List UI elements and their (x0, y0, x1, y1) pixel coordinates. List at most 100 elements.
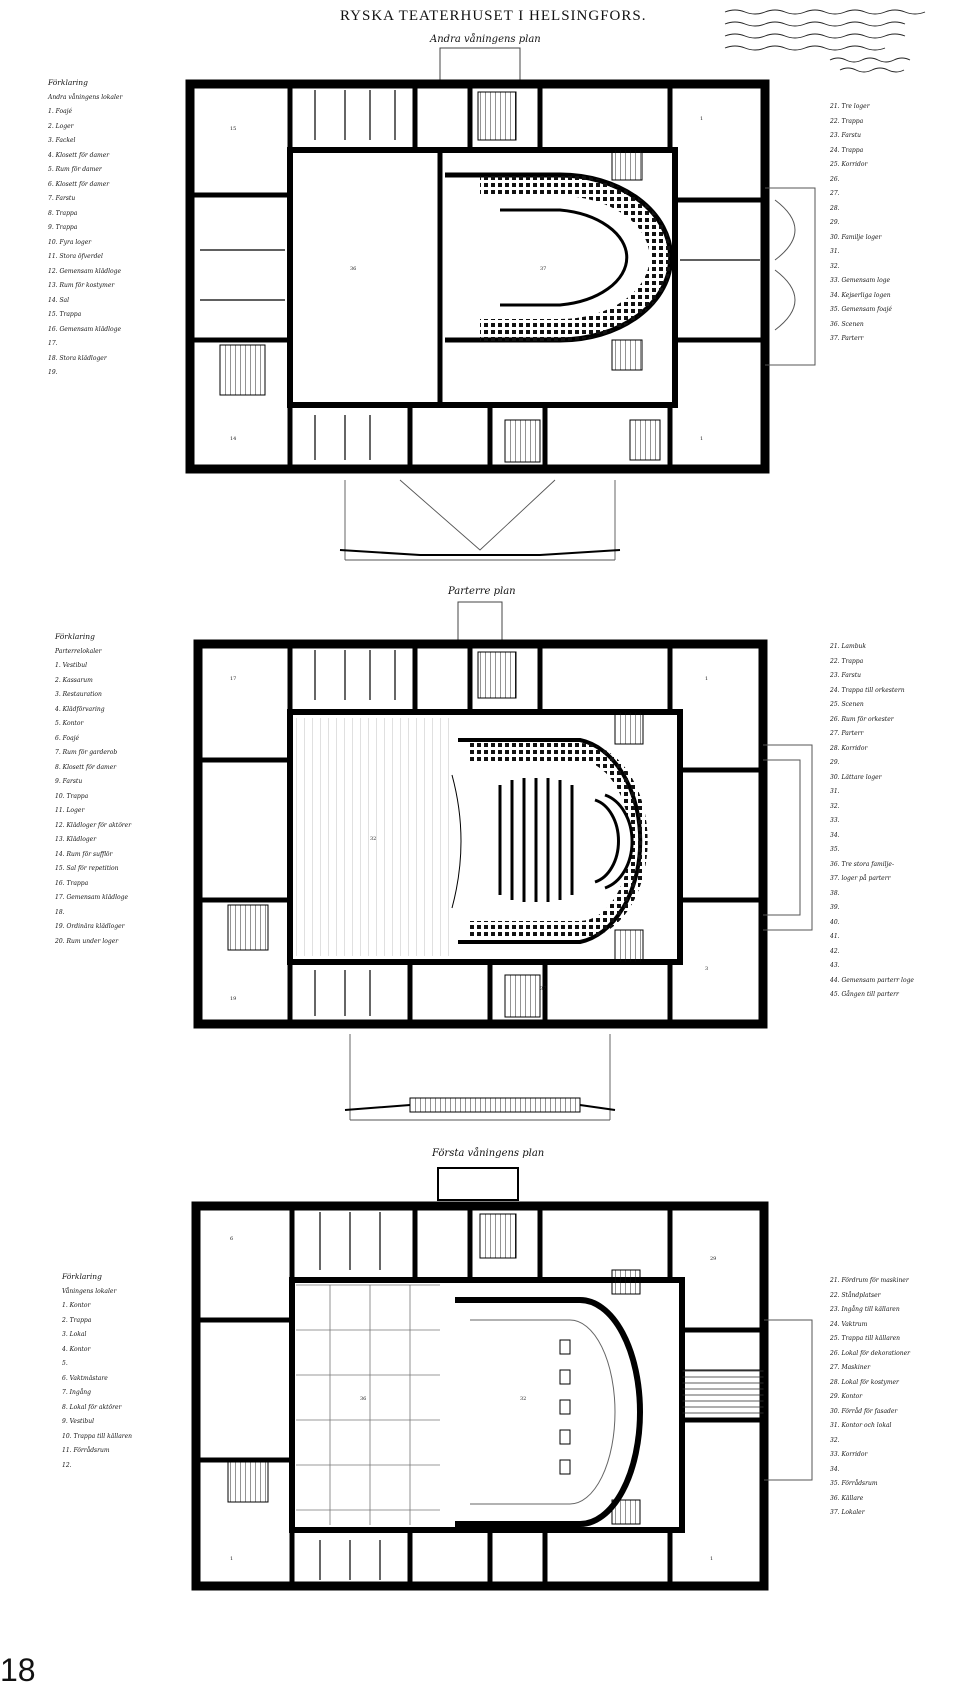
legend-entry: 26. (830, 175, 840, 183)
legend-entry: 13. Rum för kostymer (48, 282, 115, 289)
legend-entry: 4. Klädförvaring (55, 705, 105, 713)
legend-entry: 37. Lokaler (830, 1509, 865, 1516)
svg-text:1: 1 (705, 676, 708, 682)
legend-entry: 7. Farstu (48, 195, 76, 202)
legend-entry: 31. (830, 788, 840, 795)
legend-entry: 9. Trappa (48, 224, 78, 231)
legend-entry: 28. Lokal för kostymer (830, 1378, 899, 1386)
legend-entry: 14. Sal (48, 296, 70, 304)
legend-entry: 36. Tre stora familje- (830, 860, 894, 868)
legend-entry: 35. (830, 846, 840, 853)
legend-entry: 22. Trappa (830, 117, 864, 125)
legend-entry: 10. Trappa till källaren (62, 1432, 133, 1440)
legend-entry: 19. Ordinära klädloger (55, 923, 125, 930)
legend-entry: 33. Korridor (830, 1451, 868, 1458)
legend-entry: 7. Rum för garderob (55, 749, 118, 756)
legend-entry: 15. Trappa (48, 311, 82, 318)
legend-entry: 36. Scenen (830, 320, 864, 328)
legend-entry: 44. Gemensam parterr loge (830, 976, 914, 984)
legend-entry: 10. Trappa (55, 792, 89, 800)
legend-entry: 31. Kontor och lokal (830, 1422, 892, 1429)
legend-entry: 24. Vaktrum (830, 1320, 868, 1328)
legend-entry: Förklaring (55, 632, 95, 641)
legend-entry: 24. Trappa (830, 146, 864, 154)
legend-entry: 21. Tre loger (830, 103, 870, 110)
svg-text:1: 1 (230, 1556, 233, 1562)
svg-text:32: 32 (370, 836, 376, 842)
legend-entry: 26. Lokal för dekorationer (830, 1349, 911, 1357)
legend-entry: 8. Klosett för damer (55, 763, 117, 771)
legend-entry: 20. Rum under loger (55, 937, 119, 945)
legend-entry: 41. (830, 933, 840, 940)
legend-entry: 30. Lättare loger (830, 773, 882, 781)
legend-entry: 3. Restauration (55, 691, 102, 698)
svg-text:1: 1 (700, 436, 703, 442)
legend-entry: 17. Gemensam klädloge (55, 894, 129, 901)
legend-entry: 3. Lokal (62, 1331, 87, 1338)
legend-entry: 5. Rum för damer (48, 166, 102, 173)
legend-entry: 8. Lokal för aktörer (62, 1403, 122, 1411)
legend-entry: 6. Foajé (55, 734, 80, 742)
legend-entry: 9. Farstu (55, 778, 83, 785)
legend-entry: 37. loger på parterr (830, 875, 891, 882)
handwriting-signature-icon (724, 9, 926, 73)
svg-text:36: 36 (360, 1396, 366, 1402)
legend-entry: 29. (830, 759, 840, 766)
legend-entry: 16. Gemensam klädloge (48, 325, 122, 333)
plan-parterre-subtitle: Parterre plan (448, 586, 516, 597)
legend-entry: 12. Gemensam klädloge (48, 267, 122, 275)
svg-text:1: 1 (700, 116, 703, 122)
legend-entry: 37. Parterr (830, 335, 864, 342)
legend-entry: 29. (830, 219, 840, 226)
legend-entry: 16. Trappa (55, 879, 89, 887)
legend-entry: 33. (830, 817, 840, 824)
legend-entry: 32. (830, 262, 840, 270)
legend-entry: 18. (55, 908, 65, 916)
legend-entry: 9. Vestibul (62, 1418, 94, 1425)
legend-entry: 12. Klädloger för aktörer (55, 821, 132, 829)
legend-entry: 28. Korridor (830, 744, 868, 752)
legend-entry: Förklaring (48, 78, 88, 87)
svg-text:32: 32 (520, 1396, 526, 1402)
sheet-title: RYSKA TEATERHUSET I HELSINGFORS. (340, 8, 647, 24)
legend-entry: 8. Trappa (48, 209, 78, 217)
legend-entry: 19. (48, 369, 58, 376)
legend-entry: 24. Trappa till orkestern (830, 686, 905, 694)
legend-entry: 2. Kassarum (55, 676, 93, 684)
plan-upper-subtitle: Andra våningens plan (430, 34, 541, 45)
svg-text:15: 15 (230, 126, 236, 132)
svg-text:6: 6 (230, 1236, 233, 1242)
legend-entry: 29. Kontor (830, 1393, 863, 1400)
legend-entry: 32. (830, 802, 840, 810)
legend-entry: Andra våningens lokaler (48, 93, 123, 101)
legend-entry: Förklaring (62, 1272, 102, 1281)
legend-entry: 4. Klosett för damer (48, 151, 110, 159)
legend-entry: 25. Trappa till källaren (830, 1335, 901, 1342)
legend-entry: 27. (830, 190, 840, 197)
legend-entry: 15. Sal för repetition (55, 865, 119, 872)
legend-entry: 27. Parterr (830, 730, 864, 737)
plan-first-subtitle: Första våningens plan (432, 1148, 545, 1159)
svg-text:37: 37 (540, 266, 546, 272)
legend-entry: 12. (62, 1461, 72, 1469)
legend-entry: 35. Förrådsrum (830, 1480, 878, 1487)
legend-entry: 18. Stora klädloger (48, 354, 107, 362)
legend-entry: 13. Klädloger (55, 836, 97, 843)
legend-entry: 11. Loger (55, 807, 85, 814)
legend-entry: 21. Fördrum för maskiner (830, 1277, 909, 1284)
legend-entry: 23. Farstu (830, 672, 862, 679)
legend-entry: 34. Kejserliga logen (830, 291, 891, 299)
legend-entry: 5. (62, 1360, 68, 1367)
legend-entry: 11. Stora öfverdel (48, 253, 103, 260)
legend-entry: 45. Gången till parterr (830, 991, 899, 998)
legend-entry: 5. Kontor (55, 720, 84, 727)
legend-entry: 1. Vestibul (55, 662, 87, 669)
legend-entry: 38. (830, 889, 840, 897)
legend-entry: 23. Farstu (830, 132, 862, 139)
legend-entry: 2. Trappa (62, 1316, 92, 1324)
